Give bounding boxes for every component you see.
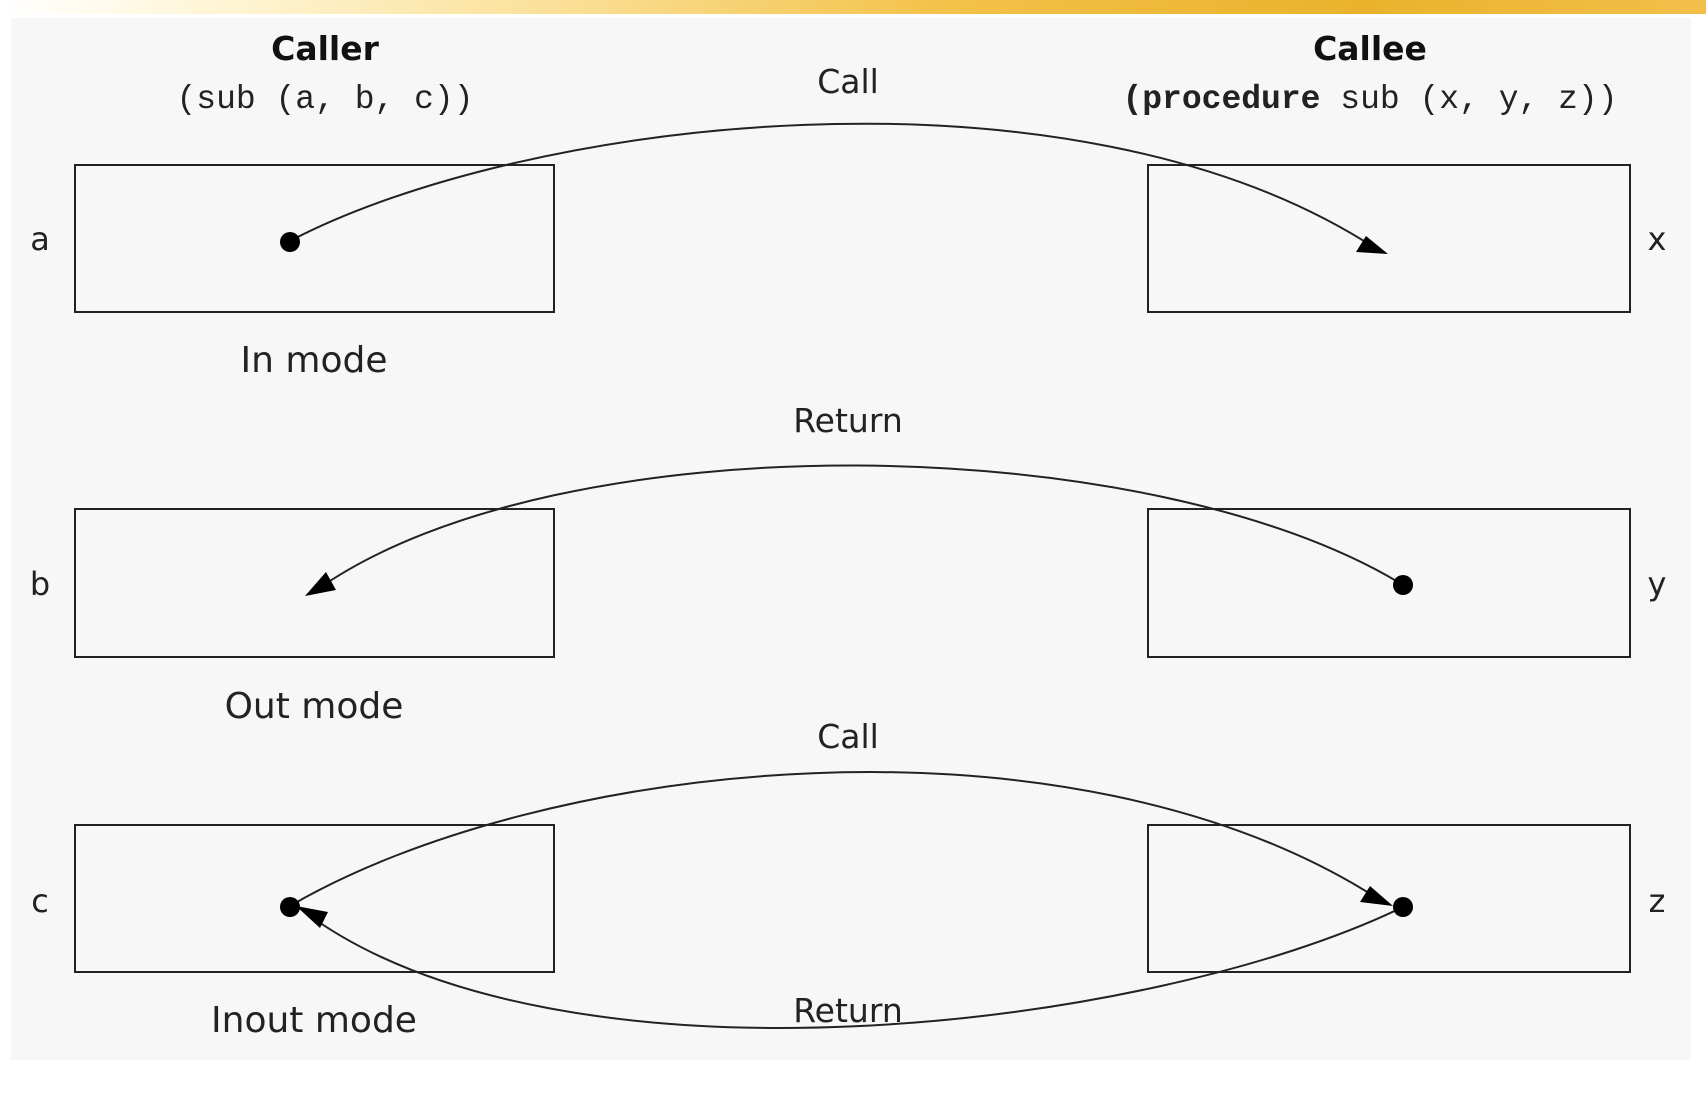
caller-box-c: [74, 824, 555, 973]
callee-heading: Callee: [1313, 29, 1427, 68]
callee-signature: (procedure sub (x, y, z)): [1122, 81, 1617, 118]
callee-signature-keyword: (procedure: [1122, 81, 1320, 118]
arrow-label-return-1: Return: [793, 401, 903, 440]
callee-box-y: [1147, 508, 1631, 658]
callee-box-x: [1147, 164, 1631, 313]
callee-dot-z: [1393, 897, 1413, 917]
callee-dot-y: [1393, 575, 1413, 595]
diagram-background: [11, 18, 1691, 1060]
call-arrow-in-head: [1356, 236, 1388, 254]
caller-dot-a: [280, 232, 300, 252]
callee-box-z: [1147, 824, 1631, 973]
return-arrow-out-head: [305, 572, 336, 596]
arrow-label-call-2: Call: [817, 717, 879, 756]
callee-signature-rest: sub (x, y, z)): [1320, 81, 1617, 118]
arrow-label-return-2: Return: [793, 991, 903, 1030]
callee-var-z: z: [1649, 882, 1666, 920]
caller-box-b: [74, 508, 555, 658]
caller-var-b: b: [30, 565, 50, 603]
callee-var-x: x: [1648, 220, 1667, 258]
callee-var-y: y: [1648, 565, 1667, 603]
return-arrow-inout: [305, 906, 1404, 1029]
caller-dot-c: [280, 897, 300, 917]
caller-heading: Caller: [271, 29, 379, 68]
return-arrow-out: [317, 464, 1404, 590]
mode-label-in: In mode: [241, 340, 388, 381]
call-arrow-in: [289, 122, 1376, 249]
caller-box-a: [74, 164, 555, 313]
return-arrow-inout-head: [296, 906, 328, 928]
call-arrow-inout-head: [1360, 886, 1393, 906]
caller-signature: (sub (a, b, c)): [176, 81, 473, 118]
arrow-label-call-1: Call: [817, 62, 879, 101]
mode-label-out: Out mode: [225, 686, 404, 727]
caller-var-a: a: [30, 220, 50, 258]
mode-label-inout: Inout mode: [211, 1000, 417, 1041]
call-arrow-inout: [289, 771, 1381, 907]
caller-var-c: c: [31, 882, 49, 920]
top-decorative-strip: [0, 0, 1706, 14]
